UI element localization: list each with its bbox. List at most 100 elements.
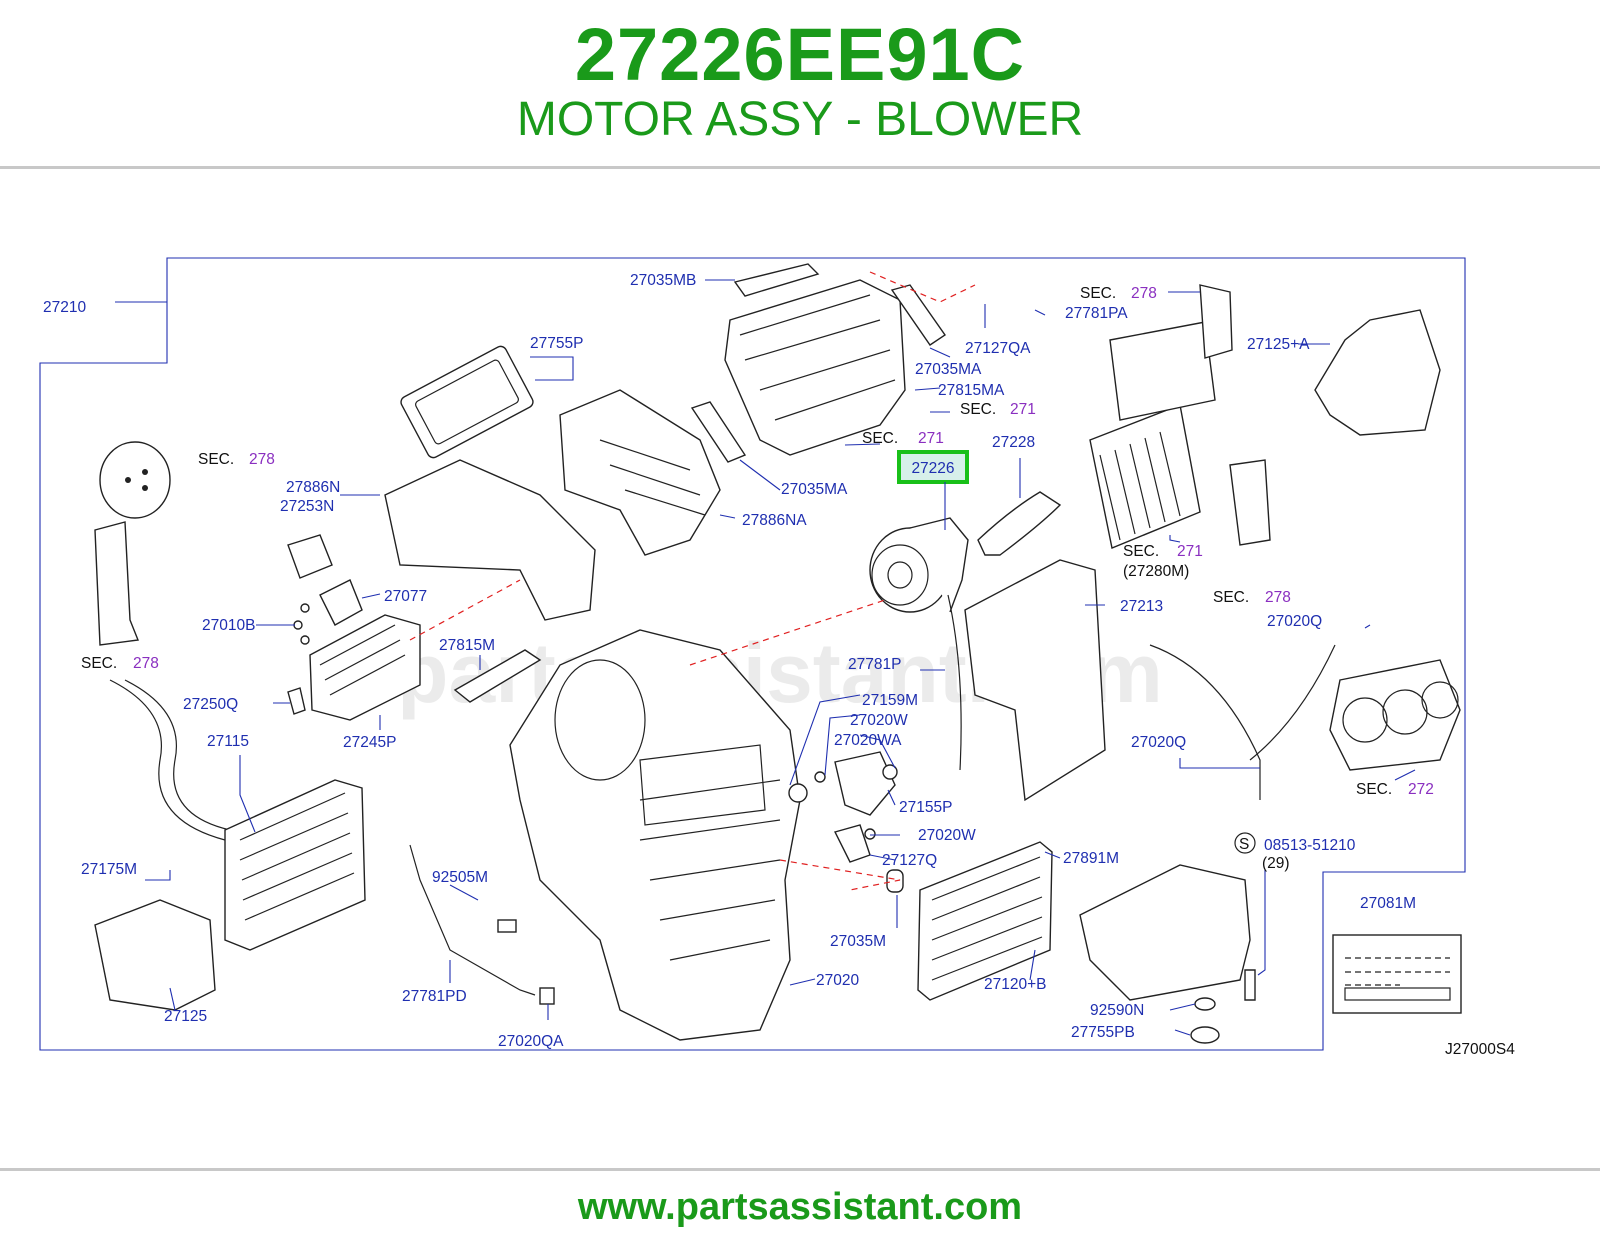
sec-word-8: SEC.	[1356, 781, 1392, 798]
rod-27781p	[947, 594, 962, 771]
bolt-08513	[1244, 969, 1256, 1001]
label-27120b[interactable]: 27120+B	[984, 976, 1047, 993]
label-27886na[interactable]: 27886NA	[742, 512, 807, 529]
label-27081m[interactable]: 27081M	[1360, 895, 1416, 912]
sec-ref-271-b[interactable]: 271	[918, 430, 944, 447]
label-27815ma[interactable]: 27815MA	[938, 382, 1005, 399]
label-27035ma-1[interactable]: 27035MA	[915, 361, 982, 378]
label-27020w-2[interactable]: 27020W	[918, 827, 976, 844]
label-27280m: (27280M)	[1123, 563, 1189, 580]
label-27081m	[1332, 934, 1462, 1014]
sec-ref-271-c[interactable]: 271	[1177, 543, 1203, 560]
page-header: 27226EE91C MOTOR ASSY - BLOWER	[0, 0, 1600, 168]
label-08513-51210[interactable]: 08513-51210	[1264, 837, 1356, 854]
sec-word-4: SEC.	[198, 451, 234, 468]
label-27020q-2[interactable]: 27020Q	[1131, 734, 1186, 751]
label-27781pd[interactable]: 27781PD	[402, 988, 467, 1005]
cable-27020q	[1149, 644, 1261, 800]
s-mark: S	[1239, 836, 1249, 853]
bracket-right	[1229, 459, 1271, 546]
label-27020wa[interactable]: 27020WA	[834, 732, 902, 749]
label-27125a[interactable]: 27125+A	[1247, 336, 1310, 353]
diagram-code: J27000S4	[1445, 1041, 1515, 1058]
sec-word-5: SEC.	[1123, 543, 1159, 560]
panel-27213	[964, 559, 1106, 802]
label-27020qa[interactable]: 27020QA	[498, 1033, 564, 1050]
label-27159m[interactable]: 27159M	[862, 692, 918, 709]
label-27020w-1[interactable]: 27020W	[850, 712, 908, 729]
bracket-27815m	[453, 649, 542, 703]
label-27127q[interactable]: 27127Q	[882, 852, 937, 869]
sec-ref-271-a[interactable]: 271	[1010, 401, 1036, 418]
label-27155p[interactable]: 27155P	[899, 799, 952, 816]
hose-27228	[977, 491, 1062, 556]
clip-27020qa	[539, 987, 555, 1005]
highlight-box-27226	[897, 450, 969, 484]
label-92590n[interactable]: 92590N	[1090, 1002, 1144, 1019]
label-27755pb[interactable]: 27755PB	[1071, 1024, 1135, 1041]
round-part-278	[99, 441, 171, 519]
guide-left	[409, 579, 521, 641]
diagram-canvas: partsassistant.com	[39, 257, 1515, 1058]
label-27125[interactable]: 27125	[164, 1008, 207, 1025]
grommet-92590n	[1194, 997, 1216, 1011]
label-27755p[interactable]: 27755P	[530, 335, 583, 352]
label-27886n[interactable]: 27886N	[286, 479, 340, 496]
label-27250q[interactable]: 27250Q	[183, 696, 238, 713]
sec-ref-278-a[interactable]: 278	[1131, 285, 1157, 302]
sec-word-6: SEC.	[1213, 589, 1249, 606]
guide-bottom	[779, 859, 901, 891]
label-27077[interactable]: 27077	[384, 588, 427, 605]
label-27035mb[interactable]: 27035MB	[630, 272, 696, 289]
label-27020q-1[interactable]: 27020Q	[1267, 613, 1322, 630]
gear-27159m	[788, 783, 808, 803]
duct-27886na	[559, 389, 721, 556]
guide-top	[869, 271, 976, 303]
part-name-subtitle: MOTOR ASSY - BLOWER	[516, 93, 1084, 146]
lever-27127q	[833, 824, 871, 863]
s-mark-circle	[1234, 832, 1256, 854]
heater-unit-27020	[509, 629, 801, 1041]
footer-website-link[interactable]: www.partsassistant.com	[577, 1186, 1023, 1228]
rod-27781pd	[409, 844, 536, 996]
label-27115[interactable]: 27115	[207, 733, 249, 750]
sec-word-7: SEC.	[81, 655, 117, 672]
label-27781pa[interactable]: 27781PA	[1065, 305, 1128, 322]
label-27781p[interactable]: 27781P	[848, 656, 901, 673]
control-assembly	[1329, 659, 1461, 771]
seal-27035ma	[690, 401, 747, 463]
label-27253n[interactable]: 27253N	[280, 498, 334, 515]
label-92505m[interactable]: 92505M	[432, 869, 488, 886]
sec-ref-278-c[interactable]: 278	[1265, 589, 1291, 606]
clip-27250q	[287, 687, 306, 715]
label-27035ma-2[interactable]: 27035MA	[781, 481, 848, 498]
label-27815m[interactable]: 27815M	[439, 637, 495, 654]
label-27245p[interactable]: 27245P	[343, 734, 396, 751]
washer-27020w	[814, 771, 826, 783]
label-27213[interactable]: 27213	[1120, 598, 1163, 615]
filter-27120b	[917, 841, 1053, 1001]
evaporator-top	[1109, 321, 1216, 421]
pipes-27115	[109, 679, 231, 841]
parts-diagram: partsassistant.com	[0, 240, 1600, 1090]
label-27226[interactable]: 27226	[911, 460, 954, 477]
label-27020[interactable]: 27020	[816, 972, 859, 989]
sec-ref-278-d[interactable]: 278	[133, 655, 159, 672]
label-27891m[interactable]: 27891M	[1063, 850, 1119, 867]
duct-27125a	[1314, 309, 1441, 436]
label-27035m[interactable]: 27035M	[830, 933, 886, 950]
frame-27755p	[400, 345, 534, 459]
sec-ref-278-b[interactable]: 278	[249, 451, 275, 468]
label-27228[interactable]: 27228	[992, 434, 1035, 451]
sec-ref-272[interactable]: 272	[1408, 781, 1434, 798]
sec-word-1: SEC.	[1080, 285, 1116, 302]
label-27175m[interactable]: 27175M	[81, 861, 137, 878]
label-27210[interactable]: 27210	[43, 299, 86, 316]
case-27891m	[1079, 864, 1251, 1001]
footer-divider	[0, 1168, 1600, 1171]
label-27127qa[interactable]: 27127QA	[965, 340, 1031, 357]
label-27010b[interactable]: 27010B	[202, 617, 255, 634]
box-27245p	[309, 614, 421, 721]
upper-housing	[724, 279, 906, 456]
lever-27155p	[834, 751, 896, 816]
